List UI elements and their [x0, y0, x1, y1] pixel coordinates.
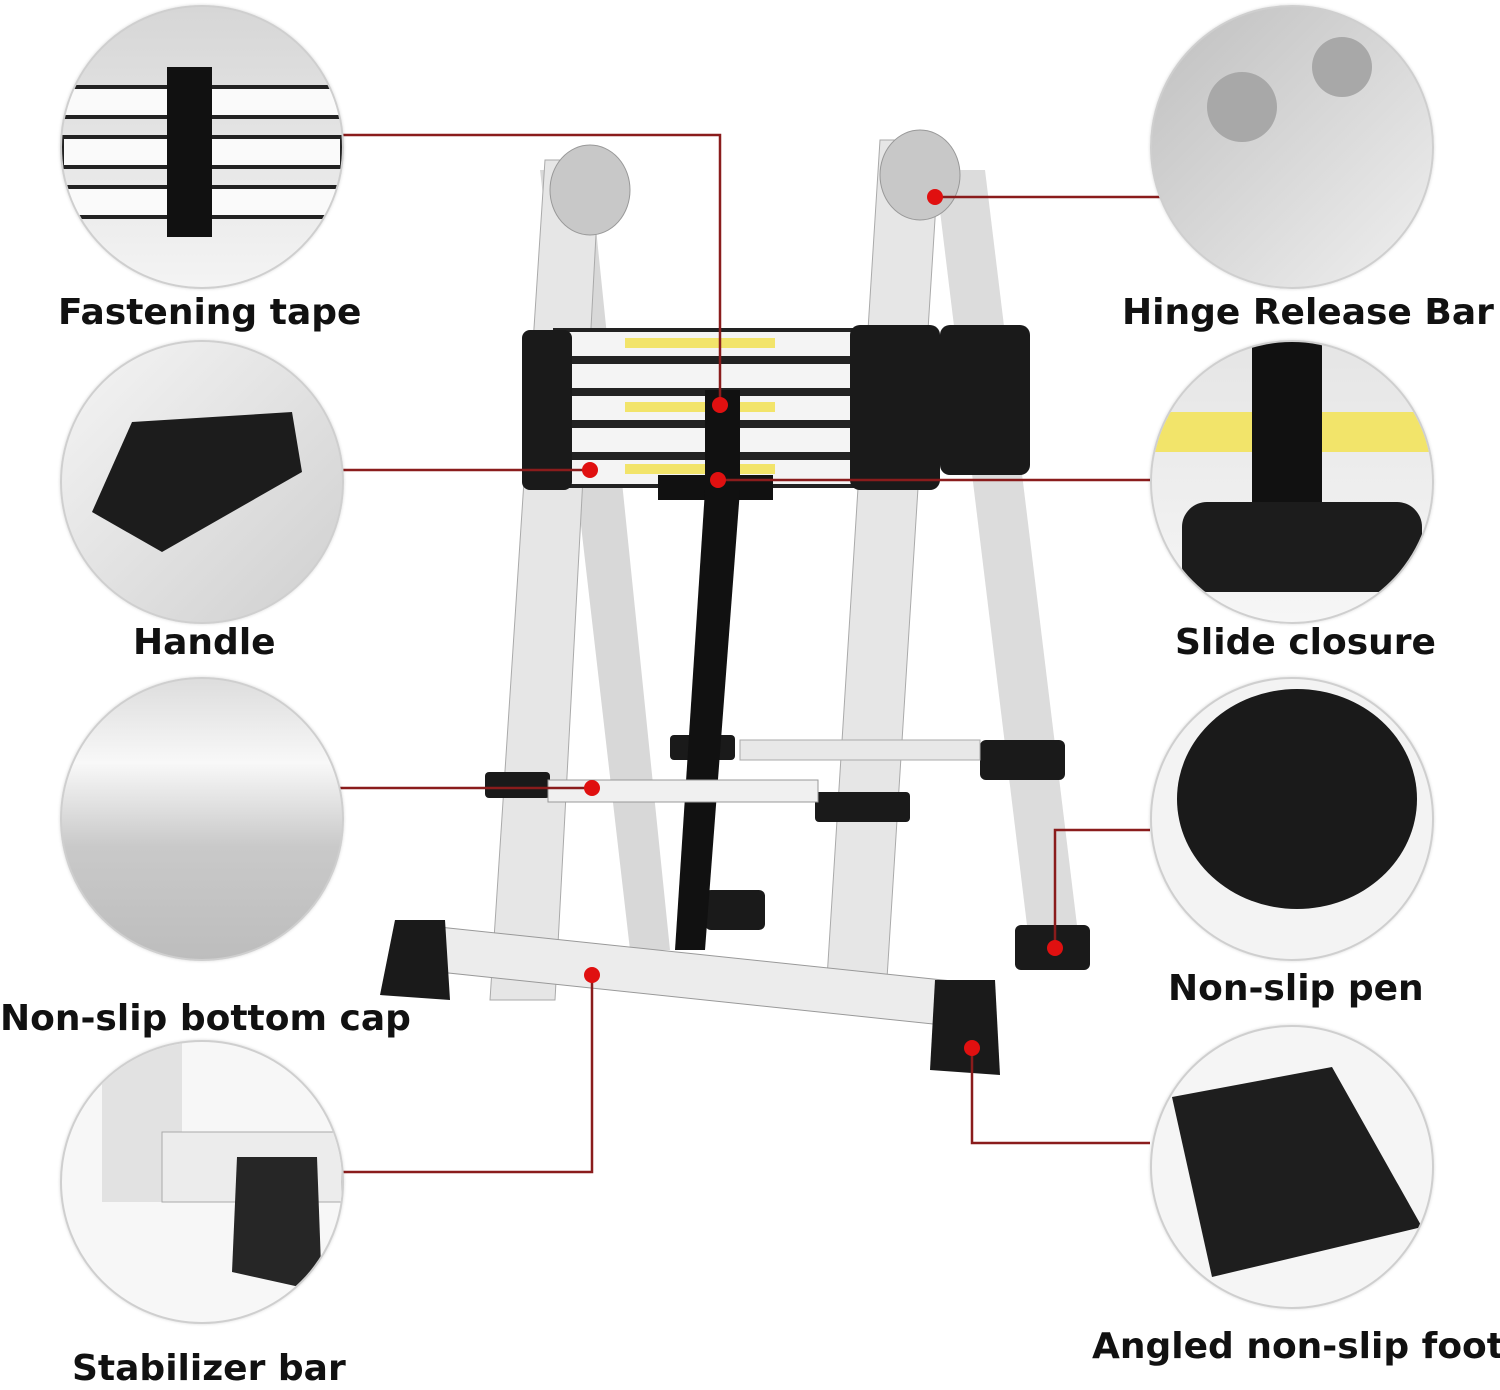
- label-stabilizer-bar: Stabilizer bar: [72, 1348, 346, 1389]
- label-angled-non-slip-foot: Angled non-slip foot: [1092, 1326, 1500, 1367]
- detail-angled-foot-image: [1150, 1025, 1434, 1309]
- marker-dot: [710, 472, 726, 488]
- marker-dot: [1047, 940, 1063, 956]
- detail-non-slip-pen-image: [1150, 677, 1434, 961]
- detail-hinge-release-bar-image: [1150, 5, 1434, 289]
- label-handle: Handle: [133, 622, 276, 663]
- marker-dot: [584, 967, 600, 983]
- detail-fastening-tape-image: [60, 5, 344, 289]
- detail-slide-closure-image: [1150, 340, 1434, 624]
- label-hinge-release-bar: Hinge Release Bar: [1122, 292, 1494, 333]
- label-non-slip-bottom-cap: Non-slip bottom cap: [0, 998, 411, 1039]
- marker-dot: [927, 189, 943, 205]
- label-fastening-tape: Fastening tape: [58, 292, 362, 333]
- marker-dot: [712, 397, 728, 413]
- label-non-slip-pen: Non-slip pen: [1168, 968, 1424, 1009]
- label-slide-closure: Slide closure: [1175, 622, 1436, 663]
- marker-dot: [584, 780, 600, 796]
- detail-handle-image: [60, 340, 344, 624]
- marker-dot: [582, 462, 598, 478]
- detail-stabilizer-bar-image: [60, 677, 344, 961]
- marker-dot: [964, 1040, 980, 1056]
- detail-bottom-cap-image: [60, 1040, 344, 1324]
